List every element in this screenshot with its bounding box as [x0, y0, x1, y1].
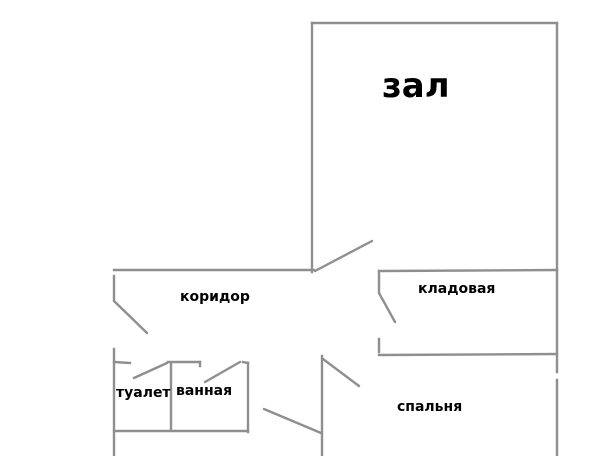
wet-rooms-walls: [112, 360, 250, 434]
bedroom-door: [321, 357, 361, 388]
corridor-walls: [112, 268, 316, 456]
toilet-door: [132, 361, 169, 380]
storage-walls: [377, 268, 559, 357]
room-label-storage: кладовая: [418, 281, 496, 297]
room-label-hall: зал: [382, 66, 450, 106]
hall-door: [313, 239, 374, 273]
storage-door: [377, 291, 397, 324]
room-label-bedroom: спальня: [397, 399, 463, 415]
bedroom-lower-door: [262, 407, 323, 435]
room-label-bathroom: ванная: [176, 383, 233, 399]
entrance-door: [112, 299, 149, 335]
hall-walls: [310, 21, 559, 456]
room-label-toilet: туалет: [116, 385, 171, 401]
bathroom-door: [203, 360, 242, 384]
room-label-corridor: коридор: [180, 289, 250, 305]
